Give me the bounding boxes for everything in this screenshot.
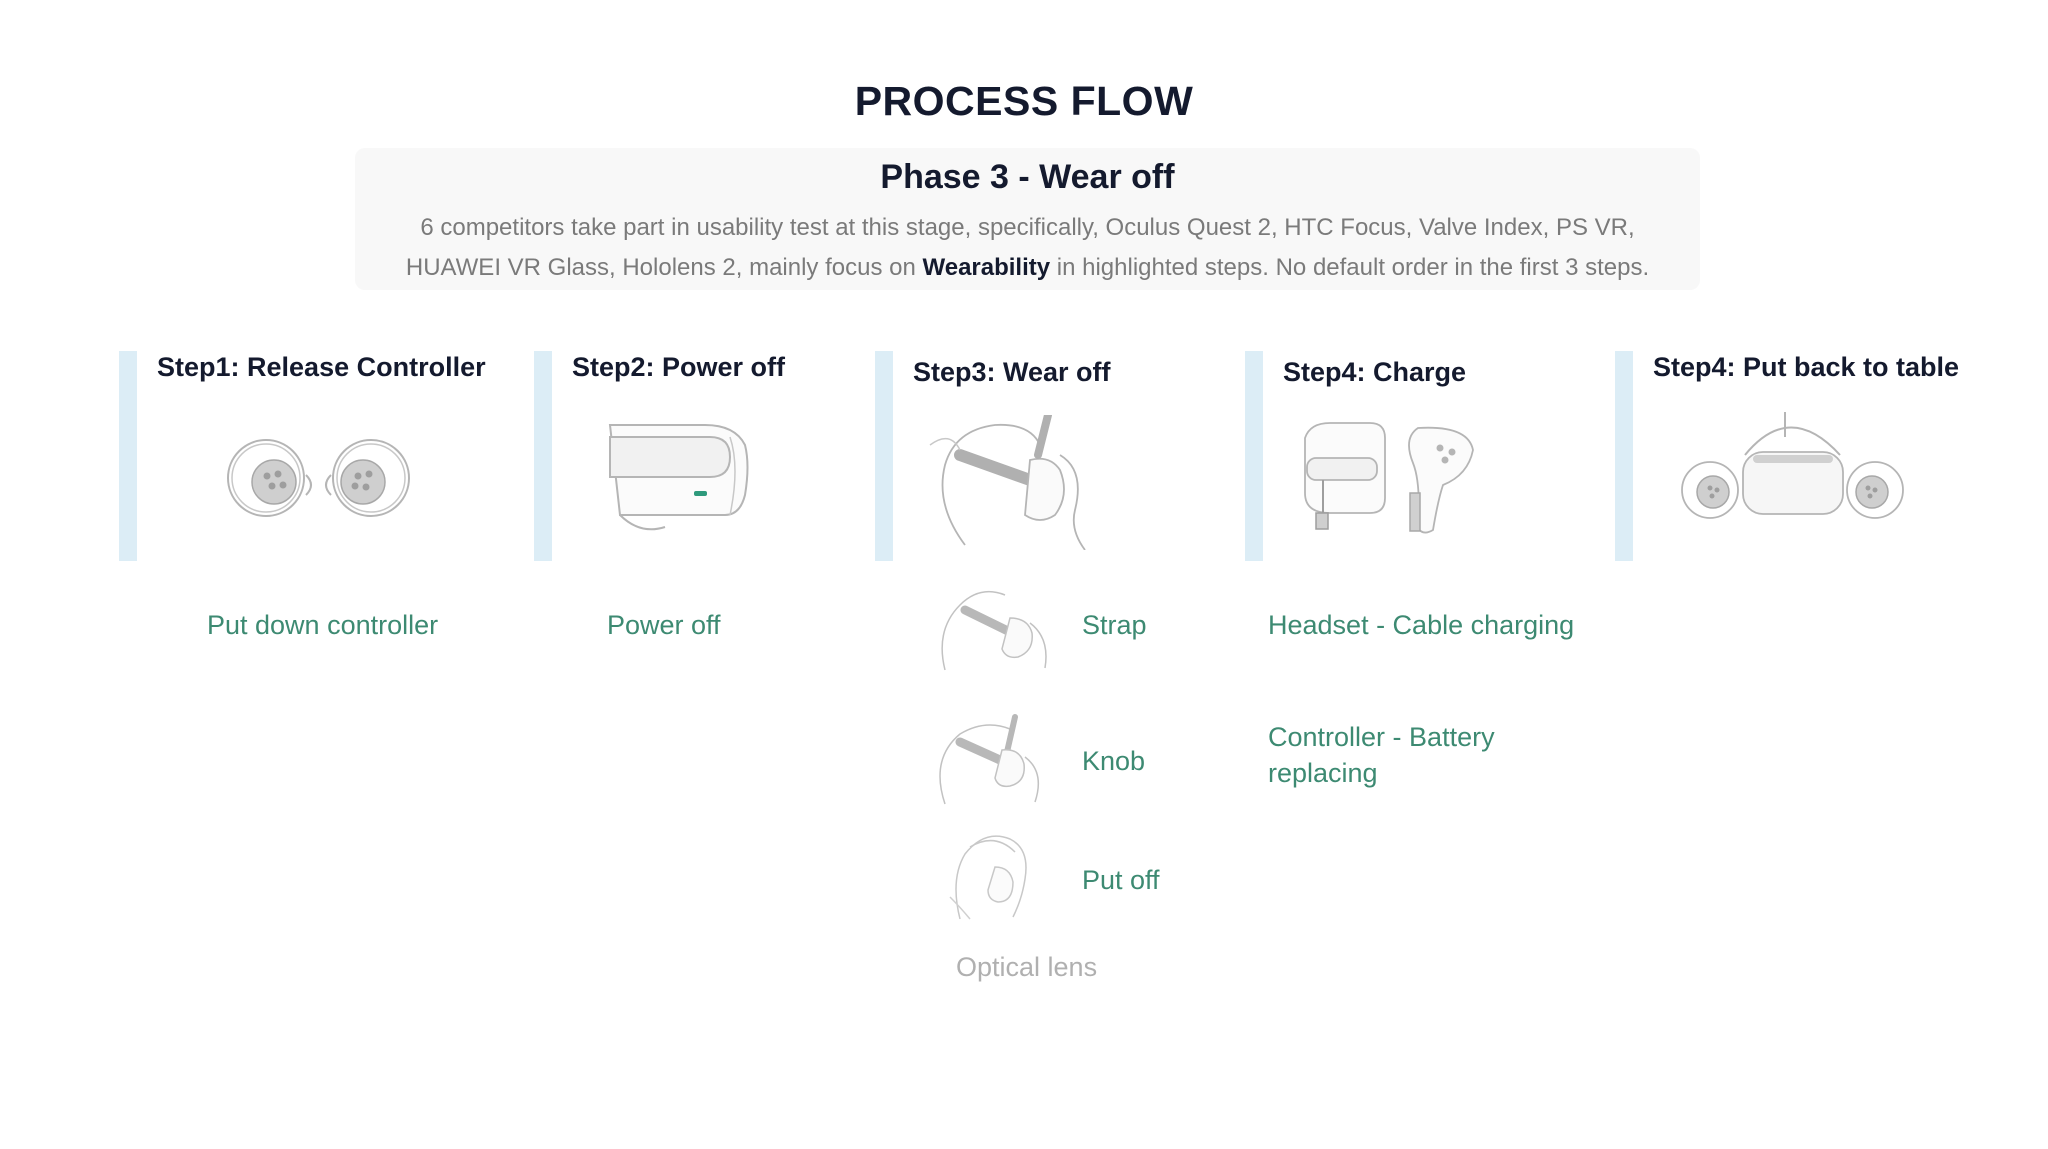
step2-action-power-off: Power off bbox=[607, 610, 721, 640]
step5-title: Step4: Put back to table bbox=[1653, 352, 1960, 382]
step1-title: Step1: Release Controller bbox=[157, 352, 486, 382]
step3-title: Step3: Wear off bbox=[913, 357, 1111, 387]
step3-action-knob: Knob bbox=[1082, 746, 1146, 776]
step1-accent-bar bbox=[119, 351, 137, 561]
step3-action-put-off: Put off bbox=[1082, 865, 1160, 895]
charging-illustration-icon bbox=[1304, 422, 1474, 534]
step3-note-optical-lens: Optical lens bbox=[956, 952, 1098, 982]
phase-title: Phase 3 - Wear off bbox=[880, 158, 1175, 196]
knob-illustration-icon bbox=[939, 714, 1040, 805]
step2-title: Step2: Power off bbox=[572, 352, 786, 382]
step3-accent-bar bbox=[875, 351, 893, 561]
phase-description-text: 6 competitors take part in usability tes… bbox=[405, 214, 1635, 281]
step4-charge-accent-bar bbox=[1245, 351, 1263, 561]
removing-headset-illustration-icon bbox=[929, 415, 1086, 550]
step1-action-put-down-controller: Put down controller bbox=[207, 610, 439, 640]
step2-accent-bar bbox=[534, 351, 552, 561]
controllers-illustration-icon bbox=[227, 439, 410, 517]
page-title: PROCESS FLOW bbox=[854, 78, 1194, 124]
put-off-illustration-icon bbox=[949, 835, 1027, 920]
step3-action-strap: Strap bbox=[1082, 610, 1147, 640]
headset-side-illustration-icon bbox=[608, 424, 749, 531]
step4-action-controller-battery-replacing: Controller - Battery replacing bbox=[1268, 722, 1495, 788]
phase-summary-card: Phase 3 - Wear off 6 competitors take pa… bbox=[355, 148, 1700, 290]
phase-description-highlight: Wearability bbox=[922, 254, 1051, 281]
phase-description-text-end: in highlighted steps. No default order i… bbox=[1050, 254, 1650, 281]
step4-charge-title: Step4: Charge bbox=[1283, 357, 1467, 387]
step4-action-headset-cable-charging: Headset - Cable charging bbox=[1268, 610, 1575, 640]
phase-description: 6 competitors take part in usability tes… bbox=[375, 208, 1680, 288]
step5-accent-bar bbox=[1615, 351, 1633, 561]
strap-illustration-icon bbox=[941, 590, 1047, 671]
headset-and-controllers-illustration-icon bbox=[1681, 412, 1904, 519]
